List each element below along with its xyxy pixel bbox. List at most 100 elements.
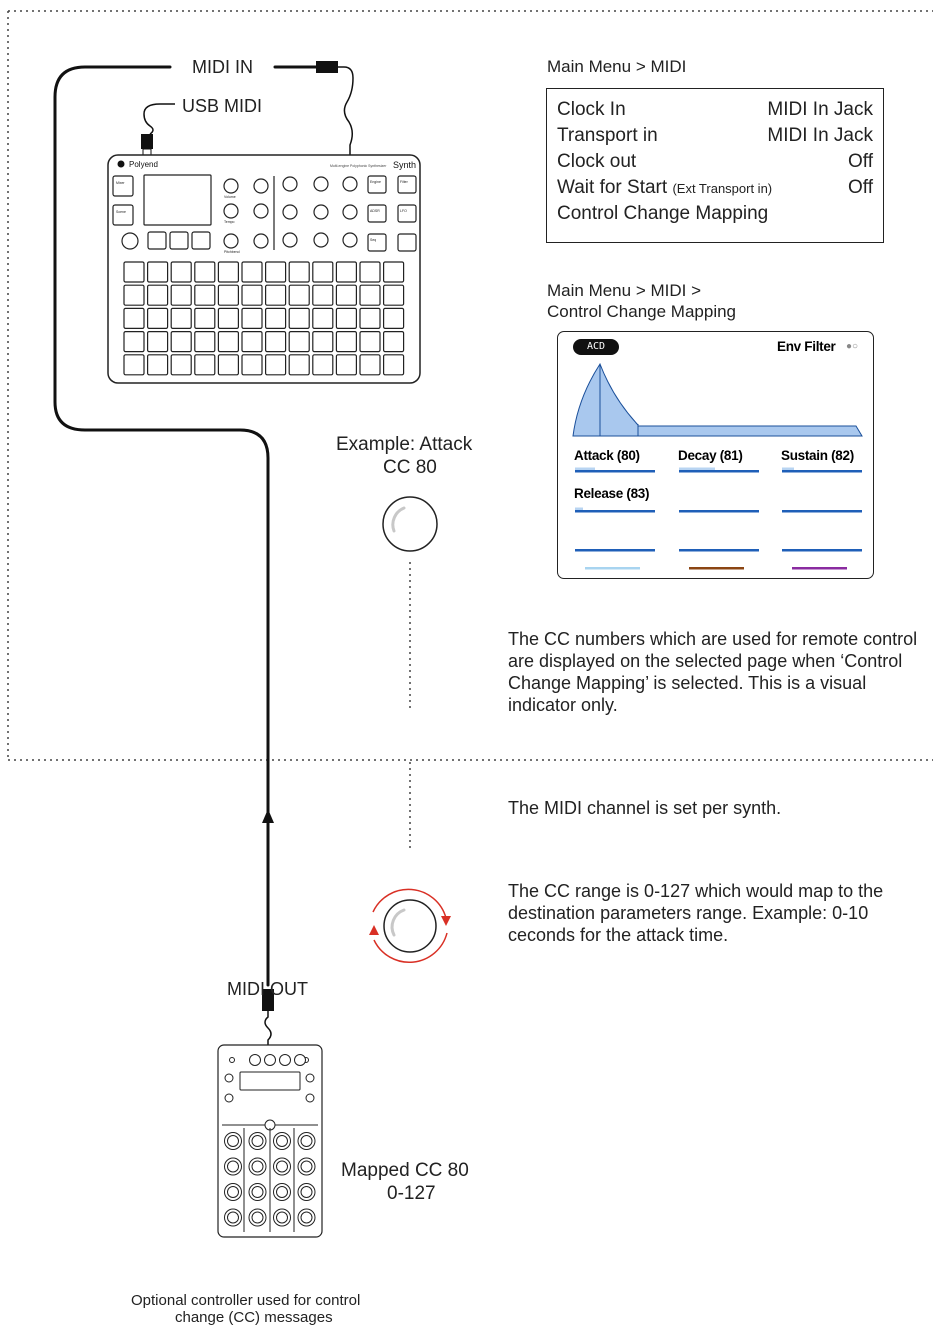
synth-button: [169, 231, 189, 250]
synth-button: [191, 231, 211, 250]
synth-knob: [223, 233, 239, 249]
param-bar-fill: [575, 507, 583, 510]
menu-row-label: Transport in: [557, 125, 658, 146]
synth-pad: [241, 307, 263, 329]
param-label-decay: Decay (81): [678, 448, 743, 463]
synth-pad: [170, 261, 192, 283]
synth-knob: [342, 232, 358, 248]
synth-pad: [359, 284, 381, 306]
menu-row-value: MIDI In Jack: [767, 125, 873, 146]
controller-button: [279, 1054, 291, 1066]
synth-pad: [383, 284, 405, 306]
synth-pad: [194, 261, 216, 283]
synth-pad: [312, 261, 334, 283]
synth-pad: [312, 284, 334, 306]
param-bar-fill: [679, 467, 715, 470]
synth-pad: [265, 261, 287, 283]
synth-pad: [288, 261, 310, 283]
synth-pad: [288, 284, 310, 306]
synth-pad: [241, 354, 263, 376]
synth-button: [147, 231, 167, 250]
midi-in-cable: [53, 65, 318, 987]
synth-pad: [217, 307, 239, 329]
footer-color-bar: [585, 567, 640, 570]
param-bar: [782, 470, 862, 473]
synth-pad: [335, 354, 357, 376]
menu-row-label: Control Change Mapping: [557, 203, 769, 224]
synth-pad: [312, 354, 334, 376]
synth-pad: [217, 261, 239, 283]
synth-button-label: Engine: [370, 180, 381, 184]
param-bar: [575, 549, 655, 552]
synth-pad: [312, 307, 334, 329]
synth-pad: [312, 331, 334, 353]
param-bar: [782, 510, 862, 513]
controller-knob-cap: [227, 1186, 239, 1198]
menu-row-clock-in[interactable]: Clock In MIDI In Jack: [557, 99, 873, 125]
controller-display: [239, 1071, 301, 1091]
cc-controller-device: [217, 1044, 323, 1238]
synth-pad: [335, 284, 357, 306]
synth-button-label: Filter: [400, 180, 409, 184]
menu-row-transport-in[interactable]: Transport in MIDI In Jack: [557, 125, 873, 151]
usb-midi-cable: [143, 103, 175, 135]
synth-pad: [194, 331, 216, 353]
synth-knob-label: Pitchbend: [224, 250, 240, 254]
controller-knob-cap: [227, 1211, 239, 1224]
synth-button: [397, 175, 417, 194]
param-bar-fill: [575, 467, 595, 470]
synth-pad: [241, 284, 263, 306]
synth-pad: [147, 331, 169, 353]
synth-knob: [282, 232, 298, 248]
synth-button-label: ADSR: [370, 209, 380, 213]
synth-knob: [342, 204, 358, 220]
controller-knob-cap: [227, 1135, 239, 1147]
controller-button: [224, 1093, 234, 1103]
synth-knob: [253, 178, 269, 194]
cc-mapping-screen: ACD Env Filter ●○ Attack (80) Decay (81)…: [557, 331, 874, 579]
synth-pad-grid: [123, 261, 405, 376]
synth-pad: [383, 331, 405, 353]
usb-plug: [141, 134, 153, 149]
controller-caption-2: change (CC) messages: [175, 1309, 333, 1326]
menu-row-clock-out[interactable]: Clock out Off: [557, 151, 873, 177]
synth-name: Synth: [393, 160, 416, 170]
synth-pad: [170, 307, 192, 329]
synth-knob: [342, 176, 358, 192]
synth-pad: [359, 354, 381, 376]
synth-knob-label: Volume: [224, 195, 236, 199]
controller-button: [294, 1054, 306, 1066]
synth-pad: [123, 261, 145, 283]
synth-pad: [241, 331, 263, 353]
synth-pad: [383, 354, 405, 376]
synth-knob: [313, 204, 329, 220]
midi-in-plug: [316, 61, 338, 73]
menu-row-wait-for-start[interactable]: Wait for Start (Ext Transport in) Off: [557, 177, 873, 203]
synth-pad: [335, 261, 357, 283]
midi-menu-breadcrumb: Main Menu > MIDI: [547, 57, 687, 76]
param-bar: [679, 510, 759, 513]
synth-pad: [288, 354, 310, 376]
synth-pad: [359, 261, 381, 283]
param-bar: [679, 549, 759, 552]
controller-knob-cap: [276, 1211, 288, 1224]
param-bar: [782, 549, 862, 552]
param-bar-fill: [782, 467, 794, 470]
synth-pad: [217, 284, 239, 306]
example-attack-label: Example: Attack: [336, 434, 473, 455]
controller-button: [305, 1093, 315, 1103]
controller-knob-cap: [251, 1135, 264, 1147]
menu-row-cc-mapping[interactable]: Control Change Mapping: [557, 203, 873, 229]
param-label-sustain: Sustain (82): [781, 448, 854, 463]
synth-button: [112, 175, 134, 197]
param-bars: [575, 467, 862, 570]
cc-range-description: The CC range is 0-127 which would map to…: [508, 881, 884, 945]
synth-button: [367, 175, 387, 194]
mapped-cc-label: Mapped CC 80: [341, 1160, 469, 1181]
synth-pad: [359, 331, 381, 353]
synth-knob: [223, 203, 239, 219]
synth-pad: [194, 354, 216, 376]
footer-color-bar: [689, 567, 744, 570]
